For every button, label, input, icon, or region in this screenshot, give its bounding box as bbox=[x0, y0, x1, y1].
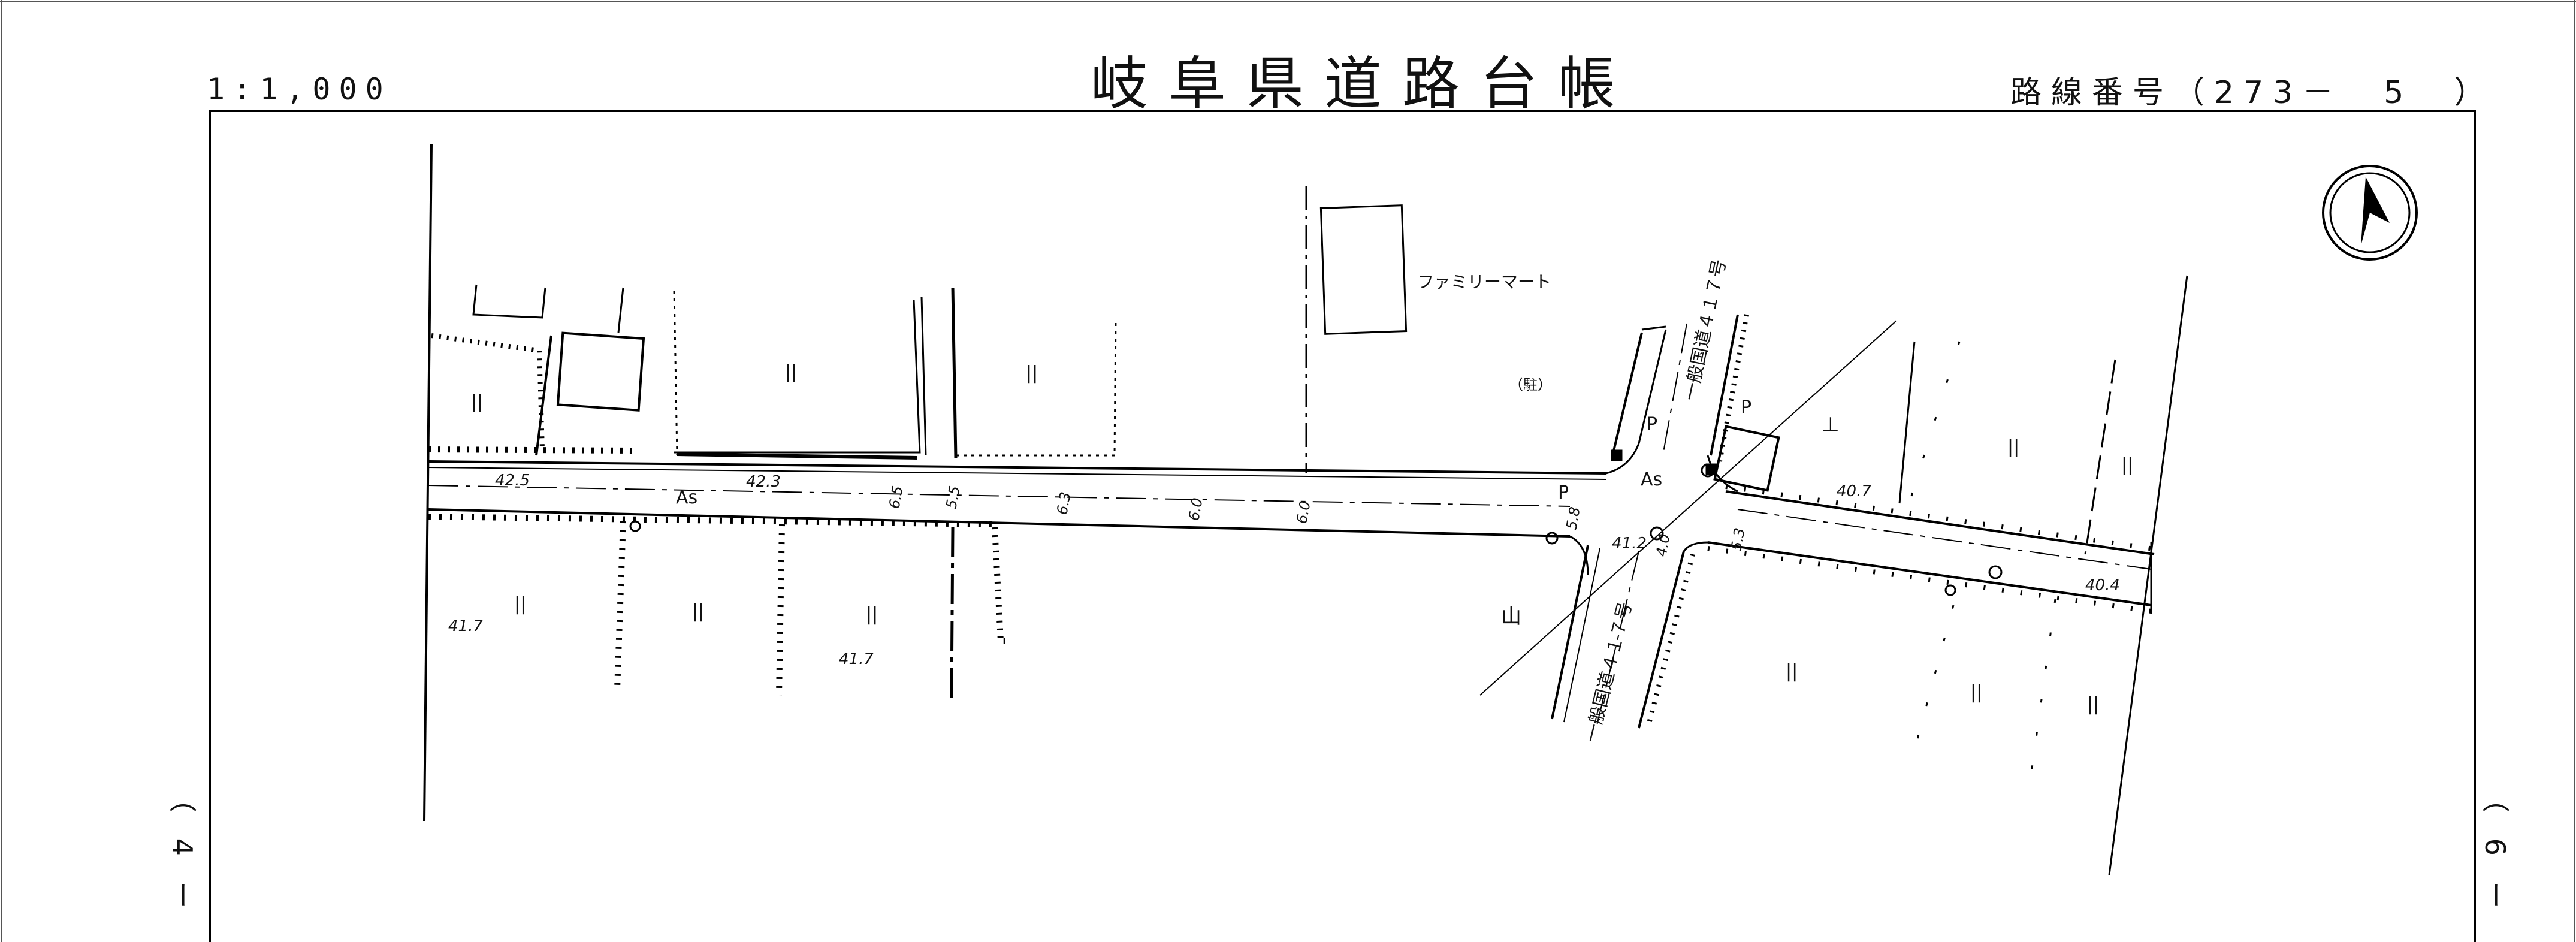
family-mart-label: ファミリーマート bbox=[1417, 272, 1551, 292]
width-6-5: 6.5 bbox=[886, 485, 906, 510]
field-symbol: || bbox=[866, 604, 878, 625]
field-symbol: || bbox=[692, 601, 704, 622]
field-symbol: || bbox=[471, 391, 483, 412]
elevation-42-5: 42.5 bbox=[495, 472, 530, 490]
width-6-3: 6.3 bbox=[1053, 491, 1074, 516]
p-label-left: P bbox=[1558, 482, 1569, 503]
parking-label: （駐） bbox=[1509, 376, 1552, 393]
school-symbol: ⊥ bbox=[1822, 413, 1840, 437]
national-route-label-north: 一般国道４１７号 bbox=[1680, 258, 1731, 403]
elevation-40-4: 40.4 bbox=[2085, 576, 2120, 594]
field-symbol: || bbox=[1026, 363, 1038, 384]
map-frame bbox=[209, 110, 2476, 942]
width-5-3: 5.3 bbox=[1728, 527, 1748, 552]
width-4-0: 4.0 bbox=[1653, 533, 1673, 558]
field-symbol: || bbox=[785, 361, 797, 382]
field-symbol: || bbox=[1970, 682, 1982, 703]
width-5-8: 5.8 bbox=[1563, 506, 1583, 531]
width-5-5: 5.5 bbox=[943, 485, 963, 510]
elevation-42-3: 42.3 bbox=[746, 473, 781, 491]
width-6-0-a: 6.0 bbox=[1185, 497, 1206, 522]
field-symbol: || bbox=[2007, 436, 2019, 457]
main-road bbox=[428, 314, 2155, 729]
field-symbol: || bbox=[2087, 694, 2099, 715]
p-label-right: P bbox=[1647, 414, 1657, 435]
route-number: 路線番号（273－ 5 ） bbox=[2010, 75, 2495, 111]
national-route-label-south: 一般国道４１７号 bbox=[1581, 600, 1636, 744]
elevation-40-7: 40.7 bbox=[1837, 482, 1871, 500]
field-symbol: || bbox=[514, 594, 526, 615]
boundary-line-left bbox=[423, 143, 433, 822]
field-symbol: || bbox=[2121, 454, 2133, 475]
road-width-labels: 6.5 6.3 6.0 6.0 5.5 5.8 5.3 4.0 bbox=[886, 485, 1748, 558]
road-surface-label-right: As bbox=[1641, 469, 1662, 490]
road-surface-label-left: As bbox=[676, 487, 697, 508]
p-label-upper: P bbox=[1741, 397, 1751, 418]
elevation-labels: 42.5 42.3 41.7 41.7 41.2 40.7 40.4 bbox=[448, 472, 2120, 668]
elevation-41-7-center: 41.7 bbox=[839, 650, 874, 668]
mountain-symbol: 山 bbox=[1501, 605, 1521, 629]
page-title: 岐阜県道路台帳 bbox=[1091, 50, 1636, 117]
parcel-lines bbox=[431, 186, 2188, 875]
elevation-41-2: 41.2 bbox=[1612, 535, 1647, 552]
utility-markers bbox=[629, 449, 2003, 596]
north-arrow-icon bbox=[2322, 165, 2418, 261]
field-symbol: || bbox=[1786, 661, 1798, 682]
scale-label: 1:1,000 bbox=[207, 72, 392, 107]
elevation-41-7-left: 41.7 bbox=[448, 617, 483, 635]
field-symbols: || || || || || || || || || || || bbox=[471, 361, 2133, 715]
width-6-0-b: 6.0 bbox=[1293, 500, 1313, 525]
